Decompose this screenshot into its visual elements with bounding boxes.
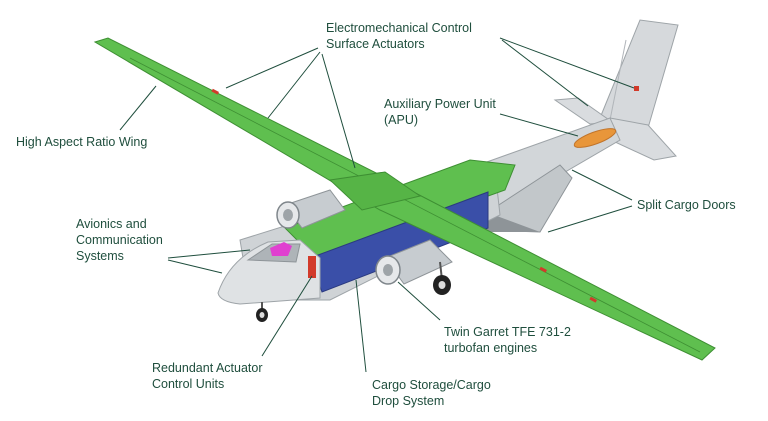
label-cargo-doors-line1: Split Cargo Doors [637, 198, 736, 212]
label-actuators-line2: Surface Actuators [326, 37, 425, 51]
label-engines: Twin Garret TFE 731-2 turbofan engines [444, 324, 571, 356]
label-actuators-line1: Electromechanical Control [326, 21, 472, 35]
label-actuator-units-line2: Control Units [152, 377, 225, 391]
label-actuators: Electromechanical Control Surface Actuat… [326, 20, 472, 52]
wing-actuator-2 [539, 266, 548, 273]
apu-unit [573, 128, 617, 148]
leader-cargo-storage [355, 279, 367, 373]
rudder-hinge [609, 39, 627, 121]
leader-actuators-3 [321, 53, 356, 169]
avionics-unit [270, 242, 292, 256]
label-apu-line1: Auxiliary Power Unit [384, 97, 496, 111]
label-cargo-storage-line2: Drop System [372, 394, 445, 408]
leader-tail-1 [499, 37, 635, 89]
nose-gear-hub [259, 312, 265, 318]
leader-lines [119, 37, 635, 373]
label-engines-line1: Twin Garret TFE 731-2 [444, 325, 571, 339]
wing-flap-line [129, 57, 701, 353]
actuator-control-unit [308, 256, 316, 278]
label-cargo-doors: Split Cargo Doors [637, 197, 736, 213]
tail-actuator [634, 86, 639, 91]
leader-actuators-2 [267, 51, 321, 119]
wing-actuator-1 [211, 88, 220, 95]
wing-root [328, 171, 422, 211]
leader-actuators-1 [225, 47, 319, 89]
label-avionics-line3: Systems [76, 249, 124, 263]
label-avionics-line1: Avionics and [76, 217, 147, 231]
label-cargo-storage: Cargo Storage/Cargo Drop System [372, 377, 491, 409]
label-apu-line2: (APU) [384, 113, 419, 127]
main-gear-hub [438, 281, 446, 289]
label-engines-line2: turbofan engines [444, 341, 538, 355]
label-actuator-units-line1: Redundant Actuator [152, 361, 263, 375]
left-engine-fan [283, 209, 293, 221]
right-engine-fan [383, 264, 393, 276]
label-actuator-units: Redundant Actuator Control Units [152, 360, 263, 392]
label-wing-line1: High Aspect Ratio Wing [16, 135, 148, 149]
label-apu: Auxiliary Power Unit (APU) [384, 96, 496, 128]
leader-apu [499, 113, 579, 137]
leader-actuator-units [261, 275, 313, 357]
label-wing: High Aspect Ratio Wing [16, 134, 147, 150]
label-avionics: Avionics and Communication Systems [76, 216, 163, 264]
wing-actuator-3 [589, 296, 598, 303]
label-avionics-line2: Communication [76, 233, 163, 247]
leader-engines [397, 281, 441, 321]
leader-cargo-doors-1 [571, 169, 633, 201]
cargo-door-ramp [486, 212, 540, 232]
leader-tail-2 [501, 39, 589, 107]
label-cargo-storage-line1: Cargo Storage/Cargo [372, 378, 491, 392]
leader-cargo-doors-2 [547, 205, 633, 233]
leader-avionics-2 [167, 259, 223, 274]
leader-avionics-1 [167, 249, 251, 259]
leader-wing [119, 85, 157, 131]
